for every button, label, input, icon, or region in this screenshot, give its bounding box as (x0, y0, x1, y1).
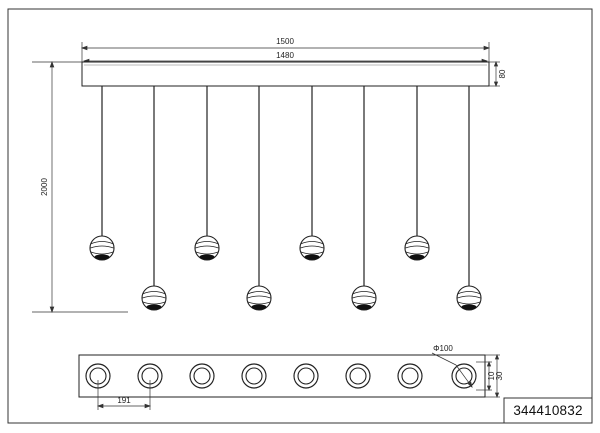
canopy-height-label: 80 (498, 69, 507, 78)
dimension-shade-diameter (431, 352, 473, 388)
ceiling-canopy (81, 61, 490, 87)
bottom-view-shades (85, 363, 477, 389)
base-height-outer-label: 30 (495, 371, 504, 380)
overall-length-label: 1500 (276, 37, 294, 46)
pendant-6 (351, 86, 377, 311)
pendant-8 (456, 86, 482, 311)
pendant-1 (89, 86, 115, 261)
shade-diameter-label: Φ100 (433, 344, 453, 353)
canopy-length-label: 1480 (276, 51, 294, 60)
bottom-shade-5 (293, 363, 319, 389)
spacing-label: 191 (117, 396, 131, 405)
pendant-5 (299, 86, 325, 261)
pendant-7 (404, 86, 430, 261)
bottom-shade-6 (345, 363, 371, 389)
article-number-box (503, 397, 593, 424)
bottom-shade-7 (397, 363, 423, 389)
bottom-shade-4 (241, 363, 267, 389)
dimension-spacing (96, 380, 152, 410)
pendant-3 (194, 86, 220, 261)
base-height-inner-label: 10 (487, 371, 496, 380)
dimension-suspension-height (32, 60, 128, 314)
dimension-base-height (476, 354, 500, 398)
bottom-shade-2 (137, 363, 163, 389)
pendant-4 (246, 86, 272, 311)
dimension-canopy-height (489, 61, 500, 87)
article-number: 344410832 (513, 403, 582, 418)
suspension-height-label: 2000 (40, 178, 49, 196)
drawing-frame (7, 8, 593, 424)
bottom-shade-1 (85, 363, 111, 389)
pendant-2 (141, 86, 167, 311)
bottom-shade-3 (189, 363, 215, 389)
